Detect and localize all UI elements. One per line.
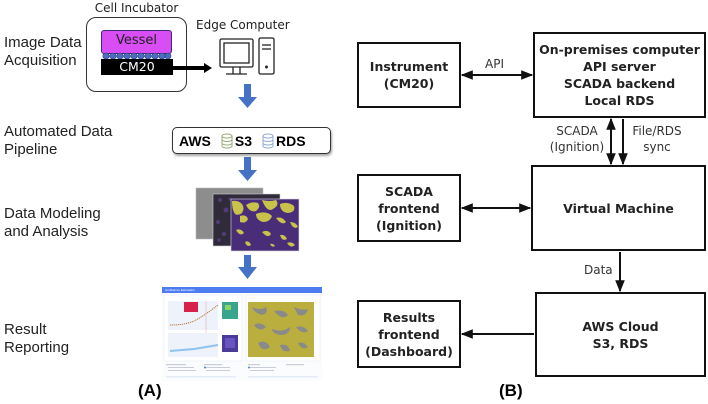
row-label-line: Automated Data: [4, 123, 113, 140]
pipeline-rds: RDS: [262, 133, 306, 149]
box-line: On-premises computer: [539, 42, 700, 57]
edge-label-line: (Ignition): [549, 140, 605, 154]
pc-tower-icon: [258, 37, 275, 75]
box-line: (Ignition): [376, 217, 442, 233]
row-label-line: Reporting: [4, 339, 70, 356]
image-stack: [195, 187, 300, 252]
s3-database-icon: [221, 133, 233, 148]
radio-selected: [248, 366, 250, 369]
heatmap-cell: [225, 305, 231, 310]
cm20-to-edge-arrow: [173, 63, 212, 73]
row-label-image-acquisition: Image Data Acquisition: [4, 34, 82, 70]
aws-cloud-box: AWS Cloud S3, RDS: [535, 292, 706, 377]
segmentation-speckles: [216, 197, 232, 242]
box-line: (Dashboard): [365, 343, 453, 359]
rds-label: RDS: [276, 132, 306, 149]
panel-a-label: (A): [138, 381, 162, 400]
box-line: S3, RDS: [592, 335, 649, 351]
dashboard-thumbnail: Confluency Estimation: [162, 287, 322, 381]
monitor-icon: [219, 38, 254, 75]
file-rds-sync-label: File/RDS sync: [629, 123, 685, 155]
box-line: Local RDS: [584, 93, 655, 108]
box-line: AWS Cloud: [582, 318, 659, 334]
edge-label-line: SCADA: [556, 124, 598, 138]
api-label: API: [485, 57, 504, 71]
flow-arrow-3: [238, 255, 257, 279]
row-label-result-reporting: Result Reporting: [4, 321, 69, 357]
row-label-line: Data Modeling: [4, 205, 101, 222]
results-frontend-box: Results frontend (Dashboard): [357, 300, 461, 368]
pipeline-s3: S3: [221, 133, 252, 149]
heatmap-top: [222, 302, 238, 319]
edge-computer-title: Edge Computer: [196, 18, 290, 32]
incubator-title: Cell Incubator: [94, 1, 179, 15]
on-premises-computer-box: On-premises computer API server SCADA ba…: [533, 32, 706, 118]
box-line: frontend: [378, 326, 440, 342]
pipeline-aws: AWS: [179, 133, 211, 149]
growth-curve: [169, 304, 219, 326]
instrument-box: Instrument (CM20): [357, 42, 461, 108]
edge-label-line: File/RDS: [632, 124, 682, 138]
aws-pipeline-box: AWS S3 RDS: [172, 127, 331, 154]
virtual-machine-box: Virtual Machine: [531, 165, 706, 251]
row-label-line: Result: [4, 321, 47, 338]
edge-label-line: sync: [643, 140, 671, 154]
flow-arrow-1: [238, 84, 257, 108]
growth-chart-bottom: [168, 333, 218, 357]
box-line: Instrument: [369, 59, 449, 74]
chart-tooltip: [184, 302, 198, 312]
bottom-series: [169, 344, 219, 352]
confluency-mask-blobs: [232, 200, 298, 247]
radio-selected: [204, 366, 206, 369]
row-label-line: Pipeline: [4, 141, 58, 158]
box-line: frontend: [378, 200, 440, 216]
row-label-line: Image Data: [4, 34, 82, 51]
box-line: SCADA backend: [563, 76, 676, 91]
cm20-instrument: CM20: [101, 59, 173, 75]
s3-label: S3: [234, 132, 253, 149]
panel-b-label: (B): [499, 381, 523, 400]
dashboard-controls: [166, 364, 318, 378]
dashboard-content: [163, 294, 321, 378]
row-label-line: Acquisition: [4, 52, 77, 69]
box-line: SCADA: [385, 183, 433, 199]
heatmap-cell: [225, 338, 235, 348]
rds-database-icon: [262, 133, 274, 148]
row-label-data-modeling: Data Modeling and Analysis: [4, 205, 101, 241]
row-label-line: and Analysis: [4, 223, 89, 240]
data-label: Data: [584, 263, 613, 277]
box-line: Virtual Machine: [563, 200, 674, 216]
aws-label: AWS: [179, 132, 211, 149]
box-line: API server: [583, 59, 656, 74]
scada-ignition-label: SCADA (Ignition): [547, 123, 607, 155]
dashboard-header-bar: [162, 287, 322, 293]
row-label-data-pipeline: Automated Data Pipeline: [4, 123, 112, 159]
scada-frontend-box: SCADA frontend (Ignition): [357, 174, 461, 242]
mask-preview-gaps: [252, 307, 308, 352]
dashboard-title: Confluency Estimation: [165, 288, 195, 292]
box-line: Results: [382, 309, 436, 325]
flow-arrow-2: [238, 157, 257, 181]
box-line: (CM20): [383, 76, 435, 91]
